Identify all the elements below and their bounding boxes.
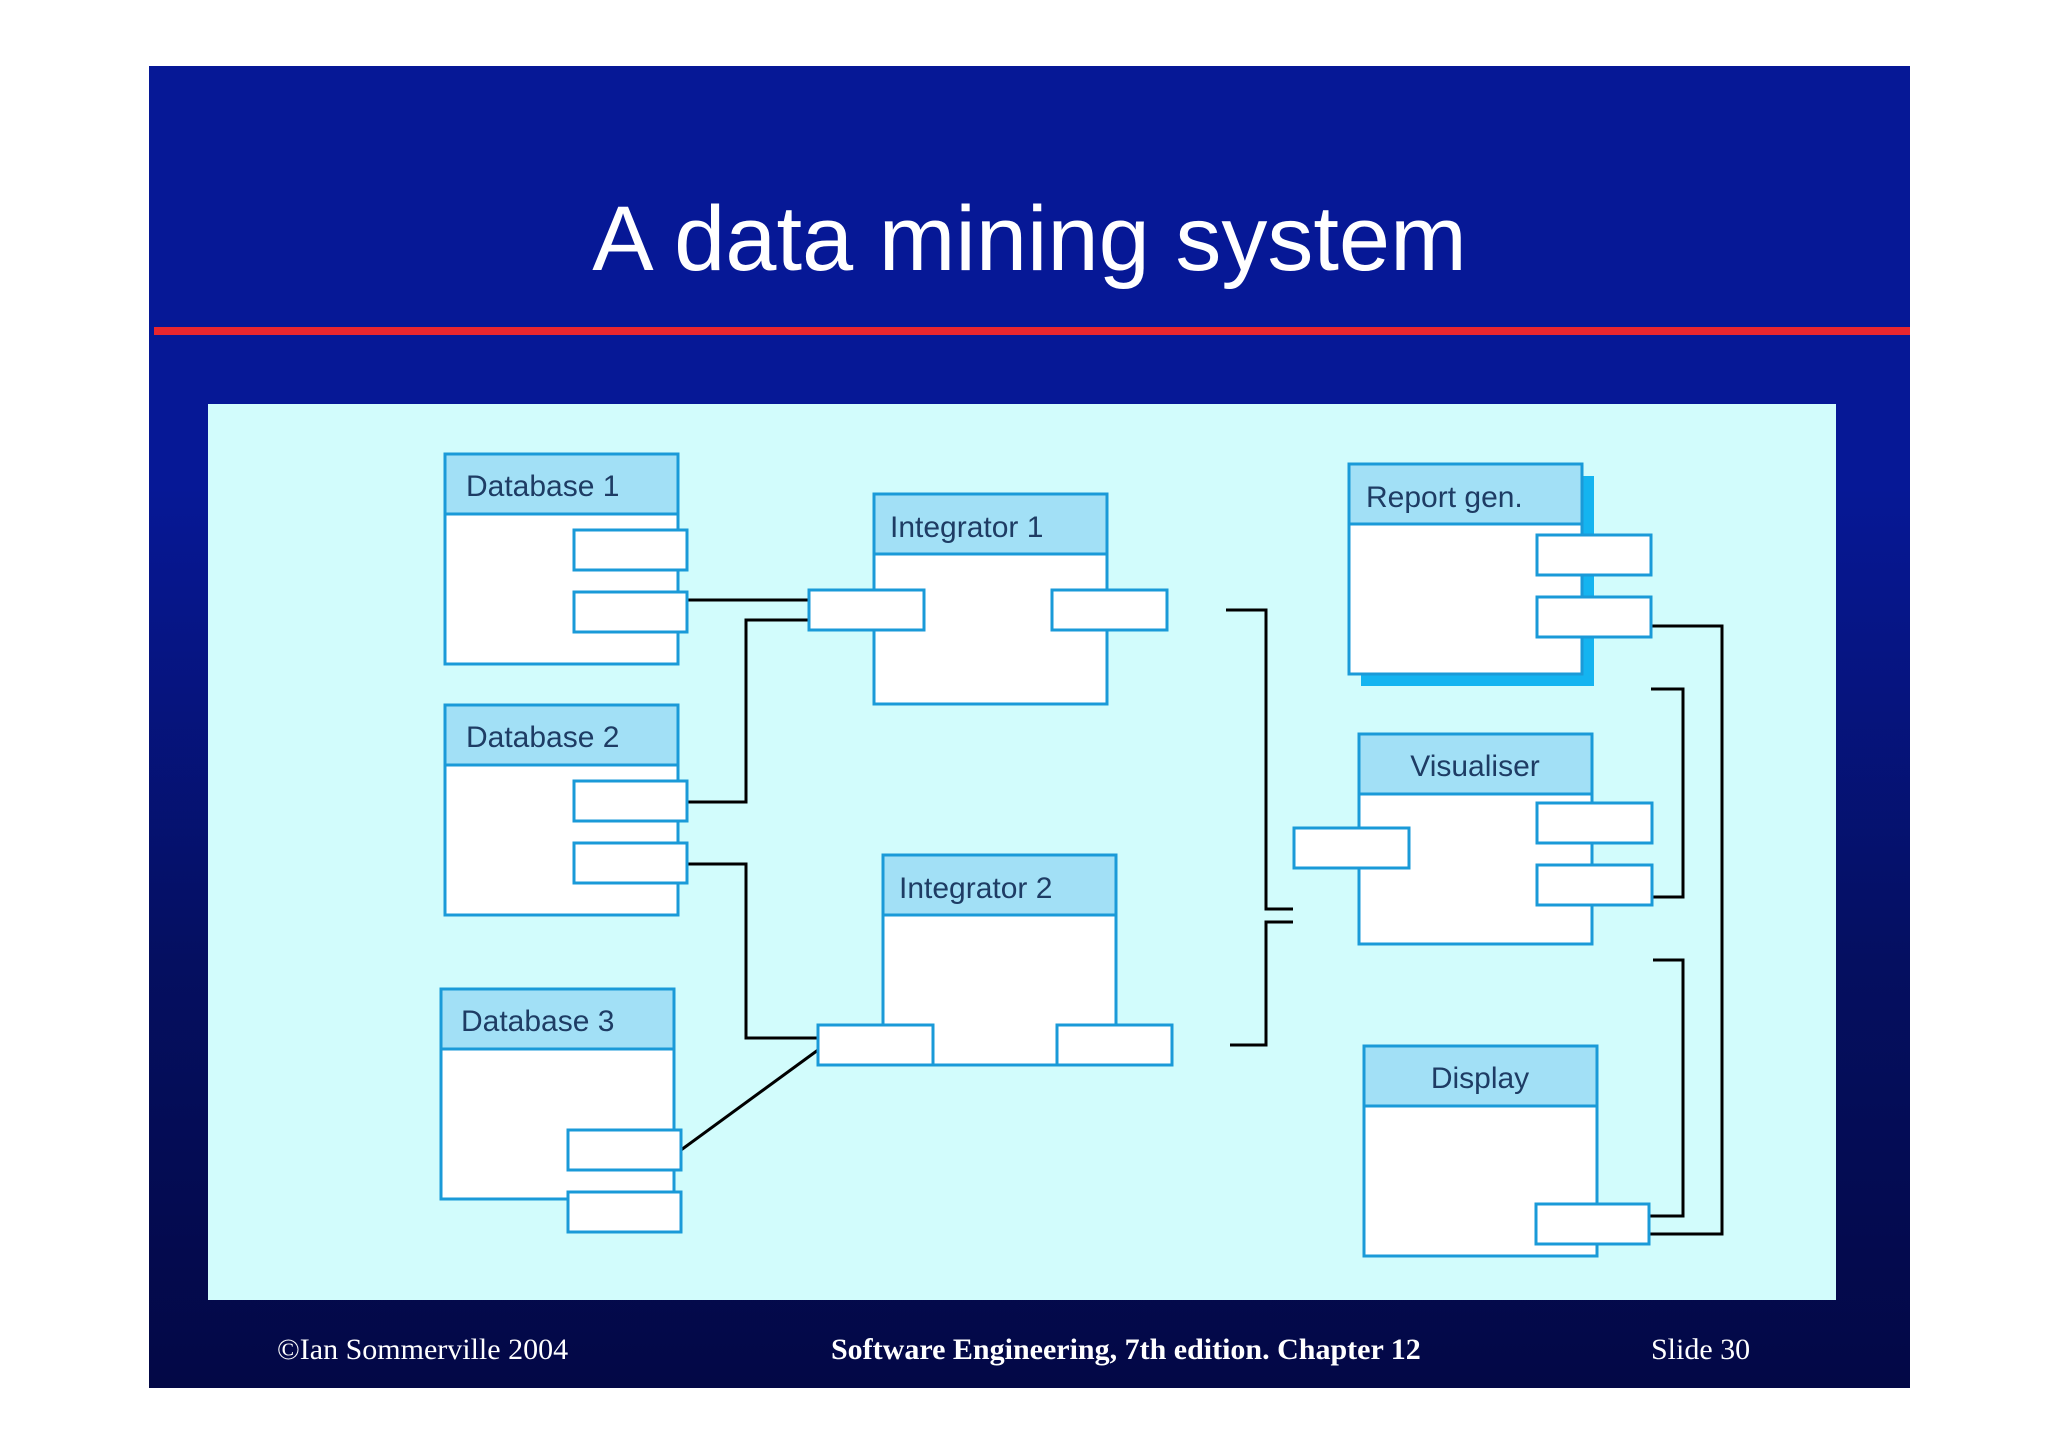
component-database-2: Database 2 — [443, 703, 689, 917]
connector-report-display-outer — [1649, 624, 1724, 1236]
port — [572, 590, 689, 634]
slide-title: A data mining system — [592, 188, 1467, 290]
port — [572, 528, 689, 572]
component-label: Database 1 — [466, 470, 619, 503]
component-label: Visualiser — [1410, 750, 1540, 783]
footer-copyright: ©Ian Sommerville 2004 — [277, 1333, 569, 1366]
port — [566, 1190, 683, 1234]
port — [566, 1128, 683, 1172]
component-report-gen: Report gen. — [1347, 462, 1653, 676]
component-integrator-2: Integrator 2 — [816, 853, 1174, 1067]
component-database-3: Database 3 — [439, 987, 683, 1234]
port — [1535, 863, 1654, 907]
port — [1535, 533, 1653, 577]
port — [572, 779, 689, 823]
connector-db2-int2 — [686, 862, 818, 1040]
connector-vis-display — [1649, 958, 1685, 1218]
connector-int1-vis — [1226, 608, 1293, 911]
component-database-1: Database 1 — [443, 452, 689, 666]
port — [807, 588, 926, 632]
component-label: Database 2 — [466, 721, 619, 754]
footer-slide-number: Slide 30 — [1651, 1333, 1751, 1366]
port — [816, 1023, 935, 1067]
title-rule — [154, 327, 1910, 335]
port — [1534, 1202, 1651, 1246]
connector-int2-vis — [1230, 920, 1293, 1047]
component-label: Database 3 — [461, 1005, 614, 1038]
slide: A data mining system Database — [149, 66, 1910, 1388]
port — [1535, 801, 1654, 845]
port — [1055, 1023, 1174, 1067]
component-label: Integrator 2 — [899, 872, 1052, 905]
port — [1535, 595, 1653, 639]
footer-book-title: Software Engineering, 7th edition. Chapt… — [831, 1333, 1421, 1366]
component-label: Display — [1431, 1062, 1529, 1095]
connector-db3-int2 — [680, 1048, 819, 1152]
component-display: Display — [1362, 1044, 1651, 1258]
component-label: Report gen. — [1366, 481, 1523, 514]
connector-db2-int1 — [686, 618, 808, 804]
connectors — [680, 598, 1724, 1236]
port — [1050, 588, 1169, 632]
port — [1292, 826, 1411, 870]
diagram-panel: Database 1 Database 2 Database 3 — [208, 404, 1836, 1300]
component-diagram: Database 1 Database 2 Database 3 — [439, 452, 1724, 1258]
component-label: Integrator 1 — [890, 511, 1043, 544]
port — [572, 841, 689, 885]
connector-report-vis — [1651, 687, 1685, 899]
component-integrator-1: Integrator 1 — [807, 492, 1169, 706]
component-visualiser: Visualiser — [1292, 732, 1654, 946]
